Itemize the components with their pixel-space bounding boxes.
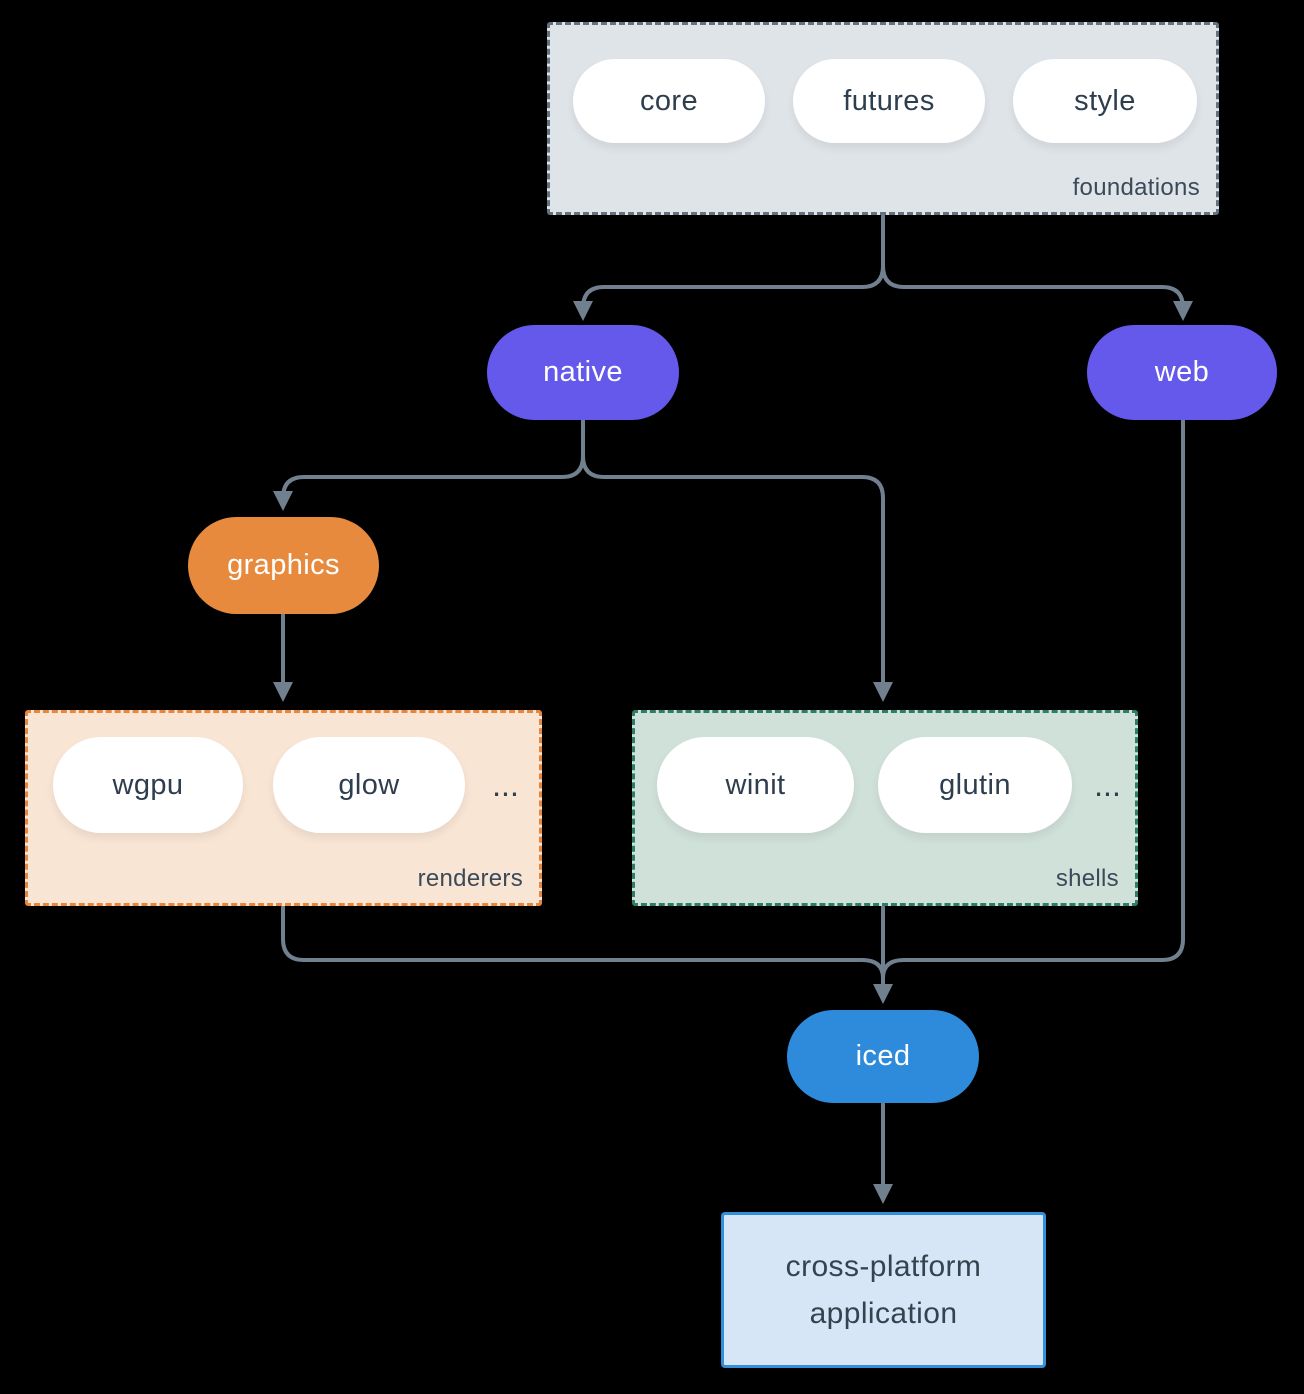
shells-ellipsis: ... xyxy=(1094,766,1121,803)
node-glutin: glutin xyxy=(878,737,1072,833)
edge-native-graphics xyxy=(273,454,585,511)
edge-foundations-native xyxy=(573,264,885,321)
node-futures: futures xyxy=(793,59,985,143)
renderers-group: wgpu glow ... renderers xyxy=(25,710,542,906)
node-style: style xyxy=(1013,59,1197,143)
shells-group: winit glutin ... shells xyxy=(632,710,1138,906)
node-wgpu: wgpu xyxy=(53,737,243,833)
node-winit: winit xyxy=(657,737,854,833)
edge-native-shells xyxy=(581,454,893,702)
foundations-label: foundations xyxy=(1072,174,1200,201)
edge-foundations-web xyxy=(881,264,1193,321)
node-web: web xyxy=(1087,325,1277,420)
node-cross-platform-application: cross-platform application xyxy=(721,1212,1046,1368)
renderers-label: renderers xyxy=(417,865,523,892)
app-label-line2: application xyxy=(809,1297,958,1330)
edge-web-merge xyxy=(881,419,1185,980)
node-glow: glow xyxy=(273,737,465,833)
foundations-group: core futures style foundations xyxy=(547,22,1219,215)
node-native: native xyxy=(487,325,679,420)
node-graphics: graphics xyxy=(188,517,379,614)
node-iced: iced xyxy=(787,1010,979,1103)
renderers-ellipsis: ... xyxy=(492,766,519,803)
node-core: core xyxy=(573,59,765,143)
app-label-line1: cross-platform xyxy=(785,1250,982,1283)
shells-label: shells xyxy=(1055,865,1119,892)
edge-renderers-merge xyxy=(281,905,885,980)
